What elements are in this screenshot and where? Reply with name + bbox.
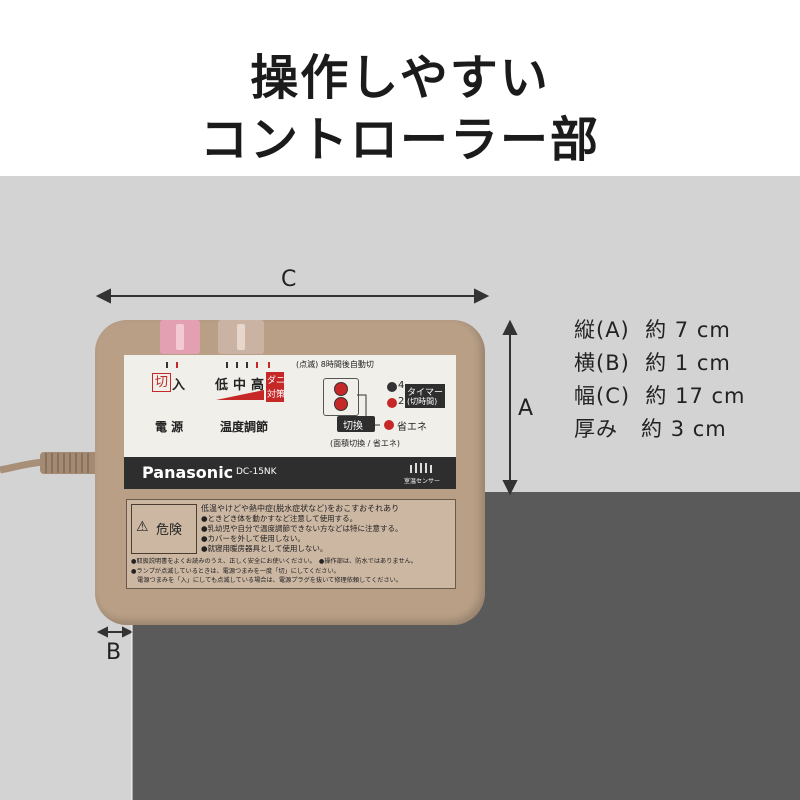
headline-line1: 操作しやすい bbox=[250, 50, 550, 106]
warning-line: 低温やけどや熱中症(脱水症状など)をおこすおそれあり bbox=[201, 504, 400, 513]
warning-line: ●カバーを外して使用しない。 bbox=[201, 534, 305, 543]
temperature-ramp-icon bbox=[216, 390, 264, 400]
dimension-label-b: B bbox=[106, 640, 122, 665]
spec-value: 約 3 cm bbox=[641, 417, 727, 441]
width-arrow-right-head bbox=[474, 288, 490, 304]
spec-value: 約 1 cm bbox=[645, 351, 731, 375]
spec-row-depth: 横(B) 約 1 cm bbox=[574, 347, 731, 377]
mite-badge-line2: 対策 bbox=[267, 390, 286, 400]
warning-line: ●就寝用暖房器具として使用しない。 bbox=[201, 544, 328, 553]
power-off-label: 切 bbox=[152, 373, 171, 392]
timer-sublabel: (切時間) bbox=[407, 397, 438, 406]
notice-line: ●ランプが点滅しているときは、電源つまみを一度「切」にしてください。 bbox=[131, 568, 340, 575]
spec-row-width: 幅(C) 約 17 cm bbox=[574, 380, 746, 410]
spec-row-thickness: 厚み 約 3 cm bbox=[574, 413, 727, 443]
spec-label: 厚み bbox=[574, 417, 618, 441]
timer-4h-label: 4 bbox=[398, 380, 405, 391]
brand-logo: Panasonic bbox=[142, 463, 234, 482]
timer-button[interactable] bbox=[323, 378, 359, 416]
depth-arrow-right-head bbox=[122, 626, 134, 638]
timer-2h-label: 2 bbox=[398, 396, 405, 407]
spec-row-height: 縦(A) 約 7 cm bbox=[574, 314, 731, 344]
spec-label: 縦(A) bbox=[574, 318, 630, 342]
eco-lamp bbox=[384, 420, 394, 430]
mite-control-badge: ダニ 対策 bbox=[266, 372, 286, 402]
headline-line2: コントローラー部 bbox=[199, 112, 600, 168]
warning-line: ●ときどき体を動かすなど注意して使用する。 bbox=[201, 514, 358, 523]
power-on-label: 入 bbox=[172, 378, 186, 393]
dimension-label-c: C bbox=[281, 267, 297, 292]
mite-badge-line1: ダニ bbox=[267, 376, 286, 386]
area-switch-note: (面積切換 / 省エネ) bbox=[330, 439, 401, 448]
timer-lamp-top bbox=[334, 382, 348, 396]
danger-title: 危険 bbox=[156, 523, 183, 538]
temperature-section-label: 温度調節 bbox=[220, 420, 269, 434]
brand-strip: Panasonic DC-15NK 室温センサー bbox=[124, 457, 456, 489]
timer-2h-lamp bbox=[387, 398, 397, 408]
switch-button-label: 切換 bbox=[343, 421, 363, 432]
sensor-label: 室温センサー bbox=[404, 478, 441, 485]
depth-arrow-left-head bbox=[96, 626, 108, 638]
warning-triangle-icon: ⚠ bbox=[136, 519, 149, 535]
spec-value: 約 7 cm bbox=[645, 318, 731, 342]
sensor-vent-icon bbox=[410, 463, 434, 473]
control-panel bbox=[124, 355, 456, 457]
model-number: DC-15NK bbox=[236, 467, 277, 477]
warning-sticker: ⚠ 危険 低温やけどや熱中症(脱水症状など)をおこすおそれあり ●ときどき体を動… bbox=[126, 499, 456, 589]
timer-label: タイマー bbox=[407, 388, 444, 398]
timer-lamp-bottom bbox=[334, 397, 348, 411]
temperature-knob[interactable] bbox=[218, 320, 264, 354]
notice-line: 電源つまみを「入」にしても点滅している場合は、電源プラグを抜いて修理依頼してくだ… bbox=[131, 577, 403, 584]
dimension-label-a: A bbox=[518, 396, 534, 421]
spec-label: 横(B) bbox=[574, 351, 630, 375]
spec-label: 幅(C) bbox=[574, 384, 631, 408]
temp-high-label: 高 bbox=[251, 378, 265, 393]
temp-low-label: 低 bbox=[215, 378, 229, 393]
width-arrow-left-head bbox=[95, 288, 111, 304]
temp-mid-label: 中 bbox=[233, 378, 247, 393]
auto-off-note: (点滅) 8時間後自動切 bbox=[296, 360, 374, 369]
warning-line: ●乳幼児や自分で温度調節できない方などは特に注意する。 bbox=[201, 524, 403, 533]
height-arrow-top-head bbox=[502, 319, 518, 335]
power-knob[interactable] bbox=[160, 320, 200, 354]
spec-value: 約 17 cm bbox=[645, 384, 746, 408]
power-section-label: 電 源 bbox=[155, 420, 184, 434]
eco-label: 省エネ bbox=[397, 422, 427, 433]
danger-box: ⚠ 危険 bbox=[131, 504, 197, 554]
timer-label-box: タイマー (切時間) bbox=[405, 384, 445, 408]
notice-line: ●取扱説明書をよくお読みのうえ、正しく安全にお使いください。 ●操作部は、防水で… bbox=[131, 558, 417, 565]
switch-button[interactable]: 切換 bbox=[337, 416, 375, 432]
timer-4h-lamp bbox=[387, 382, 397, 392]
height-arrow-bottom-head bbox=[502, 480, 518, 496]
